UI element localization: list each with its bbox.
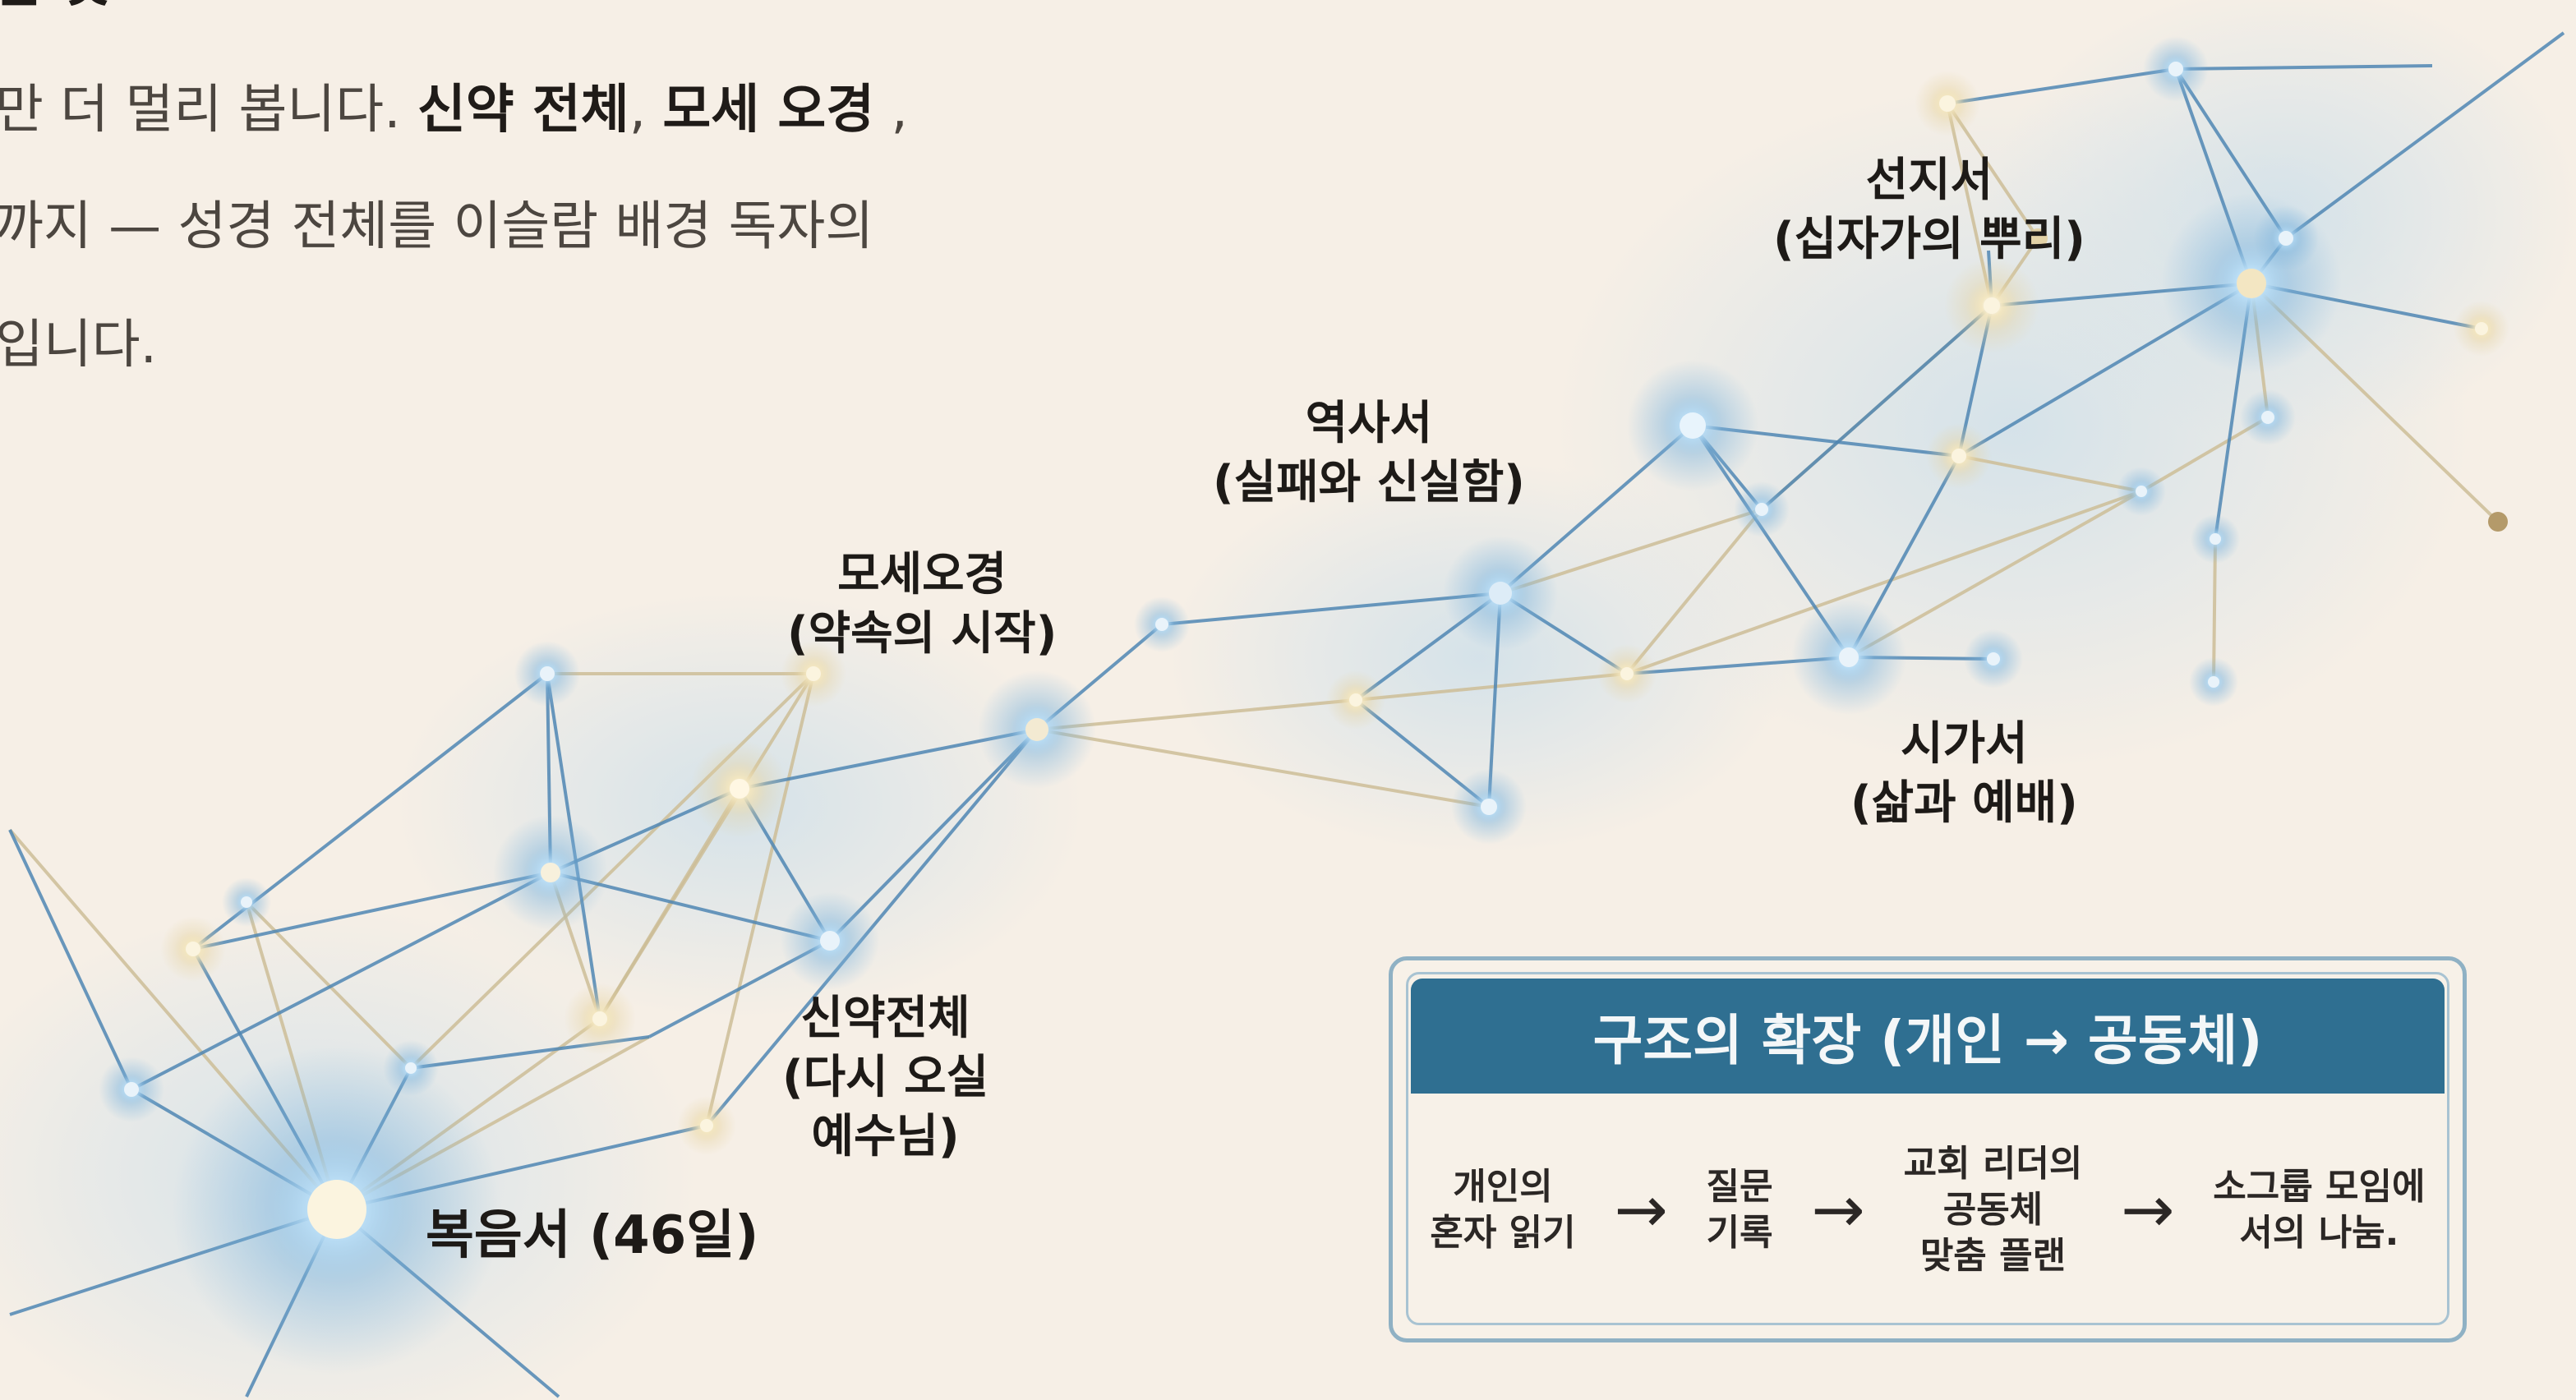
node-star xyxy=(383,1040,439,1096)
network-edge-blue xyxy=(192,871,551,951)
panel-title: 구조의 확장 (개인 → 공동체) xyxy=(1411,979,2445,1094)
label-new-testament: 신약전체 (다시 오실 예수님) xyxy=(782,989,988,1167)
node-dot xyxy=(2028,228,2048,248)
arrow-right-icon: → xyxy=(1811,1173,1865,1247)
network-edge-gold xyxy=(705,673,815,1126)
network-edge-blue xyxy=(2175,64,2433,71)
node-star xyxy=(1627,360,1758,491)
node-star xyxy=(1915,71,1980,136)
label-moses-line1: 모세오경 xyxy=(837,548,1007,601)
network-edge-gold xyxy=(409,672,815,1070)
node-history-star xyxy=(1443,536,1558,651)
node-poetry-star xyxy=(1791,600,1906,715)
node-star xyxy=(690,739,789,838)
node-star xyxy=(1134,596,1190,652)
step-small-group-sharing: 소그룹 모임에 서의 나눔. xyxy=(2213,1164,2425,1256)
intro-bold-nt: 신약 전체 xyxy=(417,80,629,140)
step-3-line1: 교회 리더의 xyxy=(1903,1143,2083,1185)
label-nt-line3: 예수님) xyxy=(811,1110,960,1163)
intro-line-0: 음 것 xyxy=(0,0,110,10)
label-poetry: 시가서 (삶과 예배) xyxy=(1850,715,2078,833)
node-star xyxy=(2454,301,2509,357)
label-pentateuch: 모세오경 (약속의 시작) xyxy=(787,546,1057,664)
label-history: 역사서 (실패와 신실함) xyxy=(1213,394,1525,513)
intro-line-1-suffix: , xyxy=(874,80,908,140)
label-prophets-line2: (십자가의 뿌리) xyxy=(1773,213,2085,266)
label-history-line2: (실패와 신실함) xyxy=(1213,456,1525,509)
node-star xyxy=(2240,389,2296,445)
node-star xyxy=(1597,644,1657,703)
intro-line-1: 만 더 멀리 봅니다. 신약 전체, 모세 오경 , xyxy=(0,84,908,136)
label-history-line1: 역사서 xyxy=(1305,397,1433,450)
panel-inner-border xyxy=(1406,972,2449,1325)
process-flow: 개인의 혼자 읽기 → 질문 기록 → 교회 리더의 공동체 맞춤 플랜 → 소… xyxy=(1411,1107,2445,1314)
label-moses-line2: (약속의 시작) xyxy=(787,607,1058,661)
label-poetry-line1: 시가서 xyxy=(1901,717,2028,771)
network-edge-blue xyxy=(2284,31,2565,240)
label-nt-line2: (다시 오실 xyxy=(782,1051,989,1104)
node-star xyxy=(564,983,636,1055)
intro-line-1-prefix: 만 더 멀리 봅니다. xyxy=(0,80,417,140)
step-1-line1: 개인의 xyxy=(1453,1166,1553,1208)
node-star xyxy=(99,1057,164,1122)
node-star xyxy=(1964,629,2023,688)
network-edge-blue xyxy=(8,829,133,1090)
network-edge-blue xyxy=(1760,304,1993,511)
step-1-line2: 혼자 읽기 xyxy=(1430,1212,1576,1254)
step-personal-reading: 개인의 혼자 읽기 xyxy=(1430,1164,1575,1256)
node-star xyxy=(1326,670,1385,730)
node-star xyxy=(781,641,846,707)
step-leader-plan: 교회 리더의 공동체 맞춤 플랜 xyxy=(1904,1141,2083,1279)
arrow-right-icon: → xyxy=(1614,1173,1668,1247)
node-star xyxy=(493,815,608,930)
node-star xyxy=(514,641,580,707)
node-prophets-star xyxy=(2161,193,2342,374)
node-star xyxy=(2191,514,2240,564)
intro-line-3: 입니다. xyxy=(0,315,157,375)
node-pentateuch-star xyxy=(978,670,1096,789)
network-edge-blue xyxy=(1947,67,2177,105)
step-4-line1: 소그룹 모임에 xyxy=(2213,1166,2426,1208)
intro-sep: , xyxy=(629,80,663,140)
node-star xyxy=(677,1096,736,1155)
network-edge-gold xyxy=(1355,672,1628,702)
node-star xyxy=(2143,36,2209,102)
step-3-line2: 공동체 xyxy=(1942,1189,2044,1231)
node-dot xyxy=(2488,512,2508,532)
step-3-line3: 맞춤 플랜 xyxy=(1919,1235,2067,1277)
arrow-right-icon: → xyxy=(2121,1173,2175,1247)
node-star xyxy=(160,916,226,982)
network-nodes xyxy=(99,36,2509,1374)
step-4-line2: 서의 나눔. xyxy=(2239,1212,2399,1254)
step-question-record: 질문 기록 xyxy=(1707,1164,1773,1256)
node-star xyxy=(2253,205,2319,271)
step-2-line1: 질문 xyxy=(1706,1166,1773,1208)
network-edge-gold xyxy=(245,900,412,1070)
step-2-line2: 기록 xyxy=(1706,1212,1773,1254)
node-star xyxy=(1926,423,1992,489)
label-prophets: 선지서 (십자가의 뿌리) xyxy=(1773,151,2085,269)
node-star xyxy=(222,877,271,927)
node-star xyxy=(1451,769,1527,845)
node-star xyxy=(2117,467,2166,516)
label-gospels: 복음서 (46일) xyxy=(426,1203,758,1269)
node-gospels-star xyxy=(173,1045,501,1374)
network-edge-blue xyxy=(131,871,551,1091)
node-new-testament-star xyxy=(781,891,879,990)
node-star xyxy=(2189,657,2238,707)
node-star xyxy=(1944,258,2039,353)
label-gospels-text: 복음서 (46일) xyxy=(426,1205,759,1266)
label-prophets-line1: 선지서 xyxy=(1865,154,1993,207)
structure-expansion-panel: 구조의 확장 (개인 → 공동체) 개인의 혼자 읽기 → 질문 기록 → 교회… xyxy=(1389,956,2467,1342)
network-edge-gold xyxy=(1625,508,1763,675)
intro-bold-moses: 모세 오경 xyxy=(662,80,875,140)
network-edge-gold xyxy=(1626,490,2142,675)
label-nt-line1: 신약전체 xyxy=(800,992,970,1045)
node-star xyxy=(1734,481,1790,537)
label-poetry-line2: (삶과 예배) xyxy=(1850,776,2078,830)
network-edge-gold xyxy=(1036,728,1490,808)
intro-line-2: 까지 — 성경 전체를 이슬람 배경 독자의 xyxy=(0,196,874,257)
